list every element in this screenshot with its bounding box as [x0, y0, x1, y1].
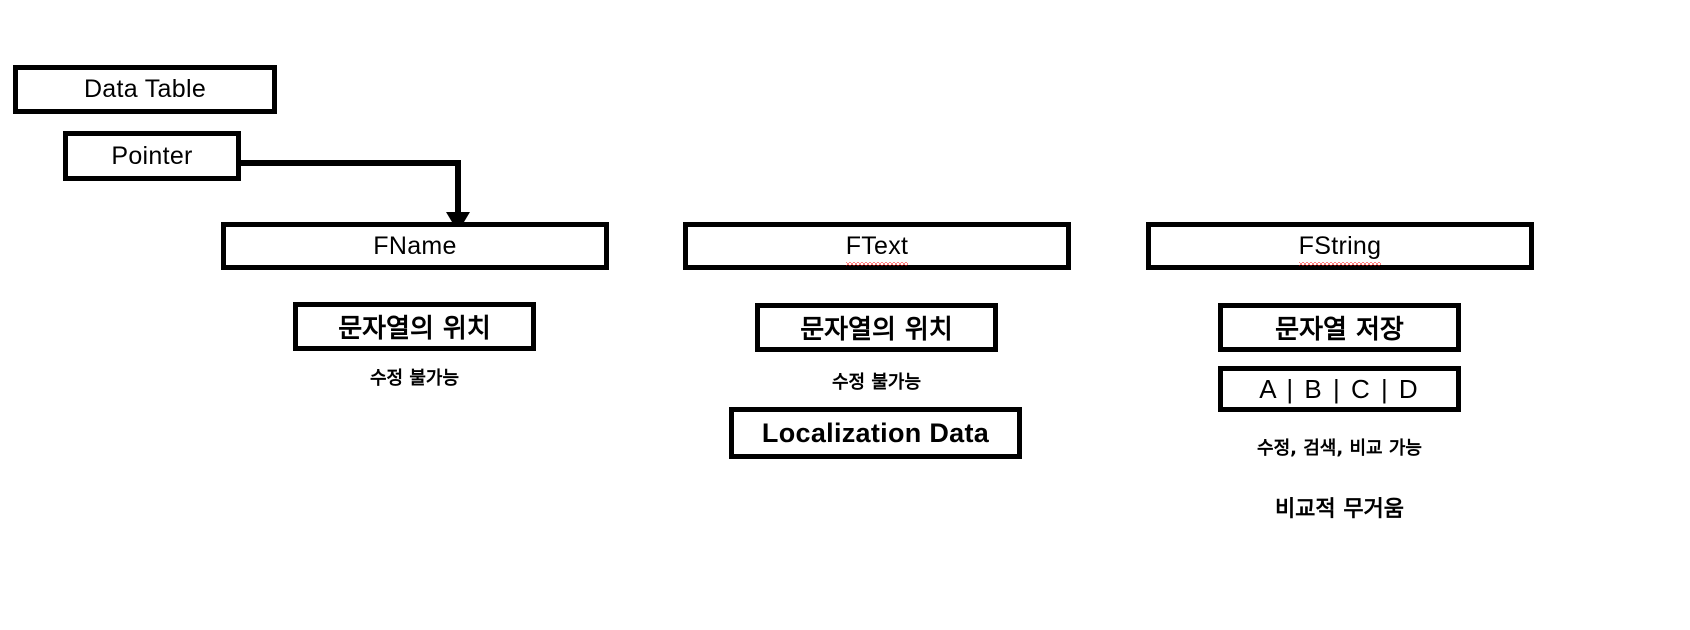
note-fstring-weight: 비교적 무거움: [1274, 497, 1405, 522]
note-ftext-immutable: 수정 불가능: [831, 372, 922, 393]
box-fname[interactable]: FName: [221, 222, 609, 270]
connector-horizontal-segment: [239, 160, 461, 166]
box-fstring[interactable]: FString: [1146, 222, 1534, 270]
box-fname-label: FName: [373, 231, 457, 260]
box-fname-feature[interactable]: 문자열의 위치: [293, 302, 536, 351]
note-fname-immutable: 수정 불가능: [369, 368, 460, 389]
box-data-table-label: Data Table: [83, 75, 207, 103]
box-ftext-feature-label: 문자열의 위치: [800, 315, 953, 345]
box-data-table[interactable]: Data Table: [13, 65, 277, 114]
box-fstring-values[interactable]: A | B | C | D: [1218, 366, 1461, 412]
box-fname-feature-label: 문자열의 위치: [338, 314, 491, 344]
box-pointer-label: Pointer: [111, 141, 193, 170]
box-fstring-feature-label: 문자열 저장: [1275, 315, 1404, 345]
box-fstring-feature[interactable]: 문자열 저장: [1218, 303, 1461, 352]
box-localization-data[interactable]: Localization Data: [729, 407, 1022, 459]
note-fstring-capabilities: 수정, 검색, 비교 가능: [1257, 438, 1422, 459]
box-fstring-label: FString: [1298, 231, 1382, 266]
box-localization-data-label: Localization Data: [761, 417, 990, 448]
box-fstring-values-label: A | B | C | D: [1259, 373, 1420, 404]
box-ftext[interactable]: FText: [683, 222, 1071, 270]
box-pointer[interactable]: Pointer: [63, 131, 241, 181]
box-ftext-label: FText: [845, 231, 909, 266]
box-ftext-feature[interactable]: 문자열의 위치: [755, 303, 998, 352]
connector-vertical-segment: [455, 160, 461, 218]
